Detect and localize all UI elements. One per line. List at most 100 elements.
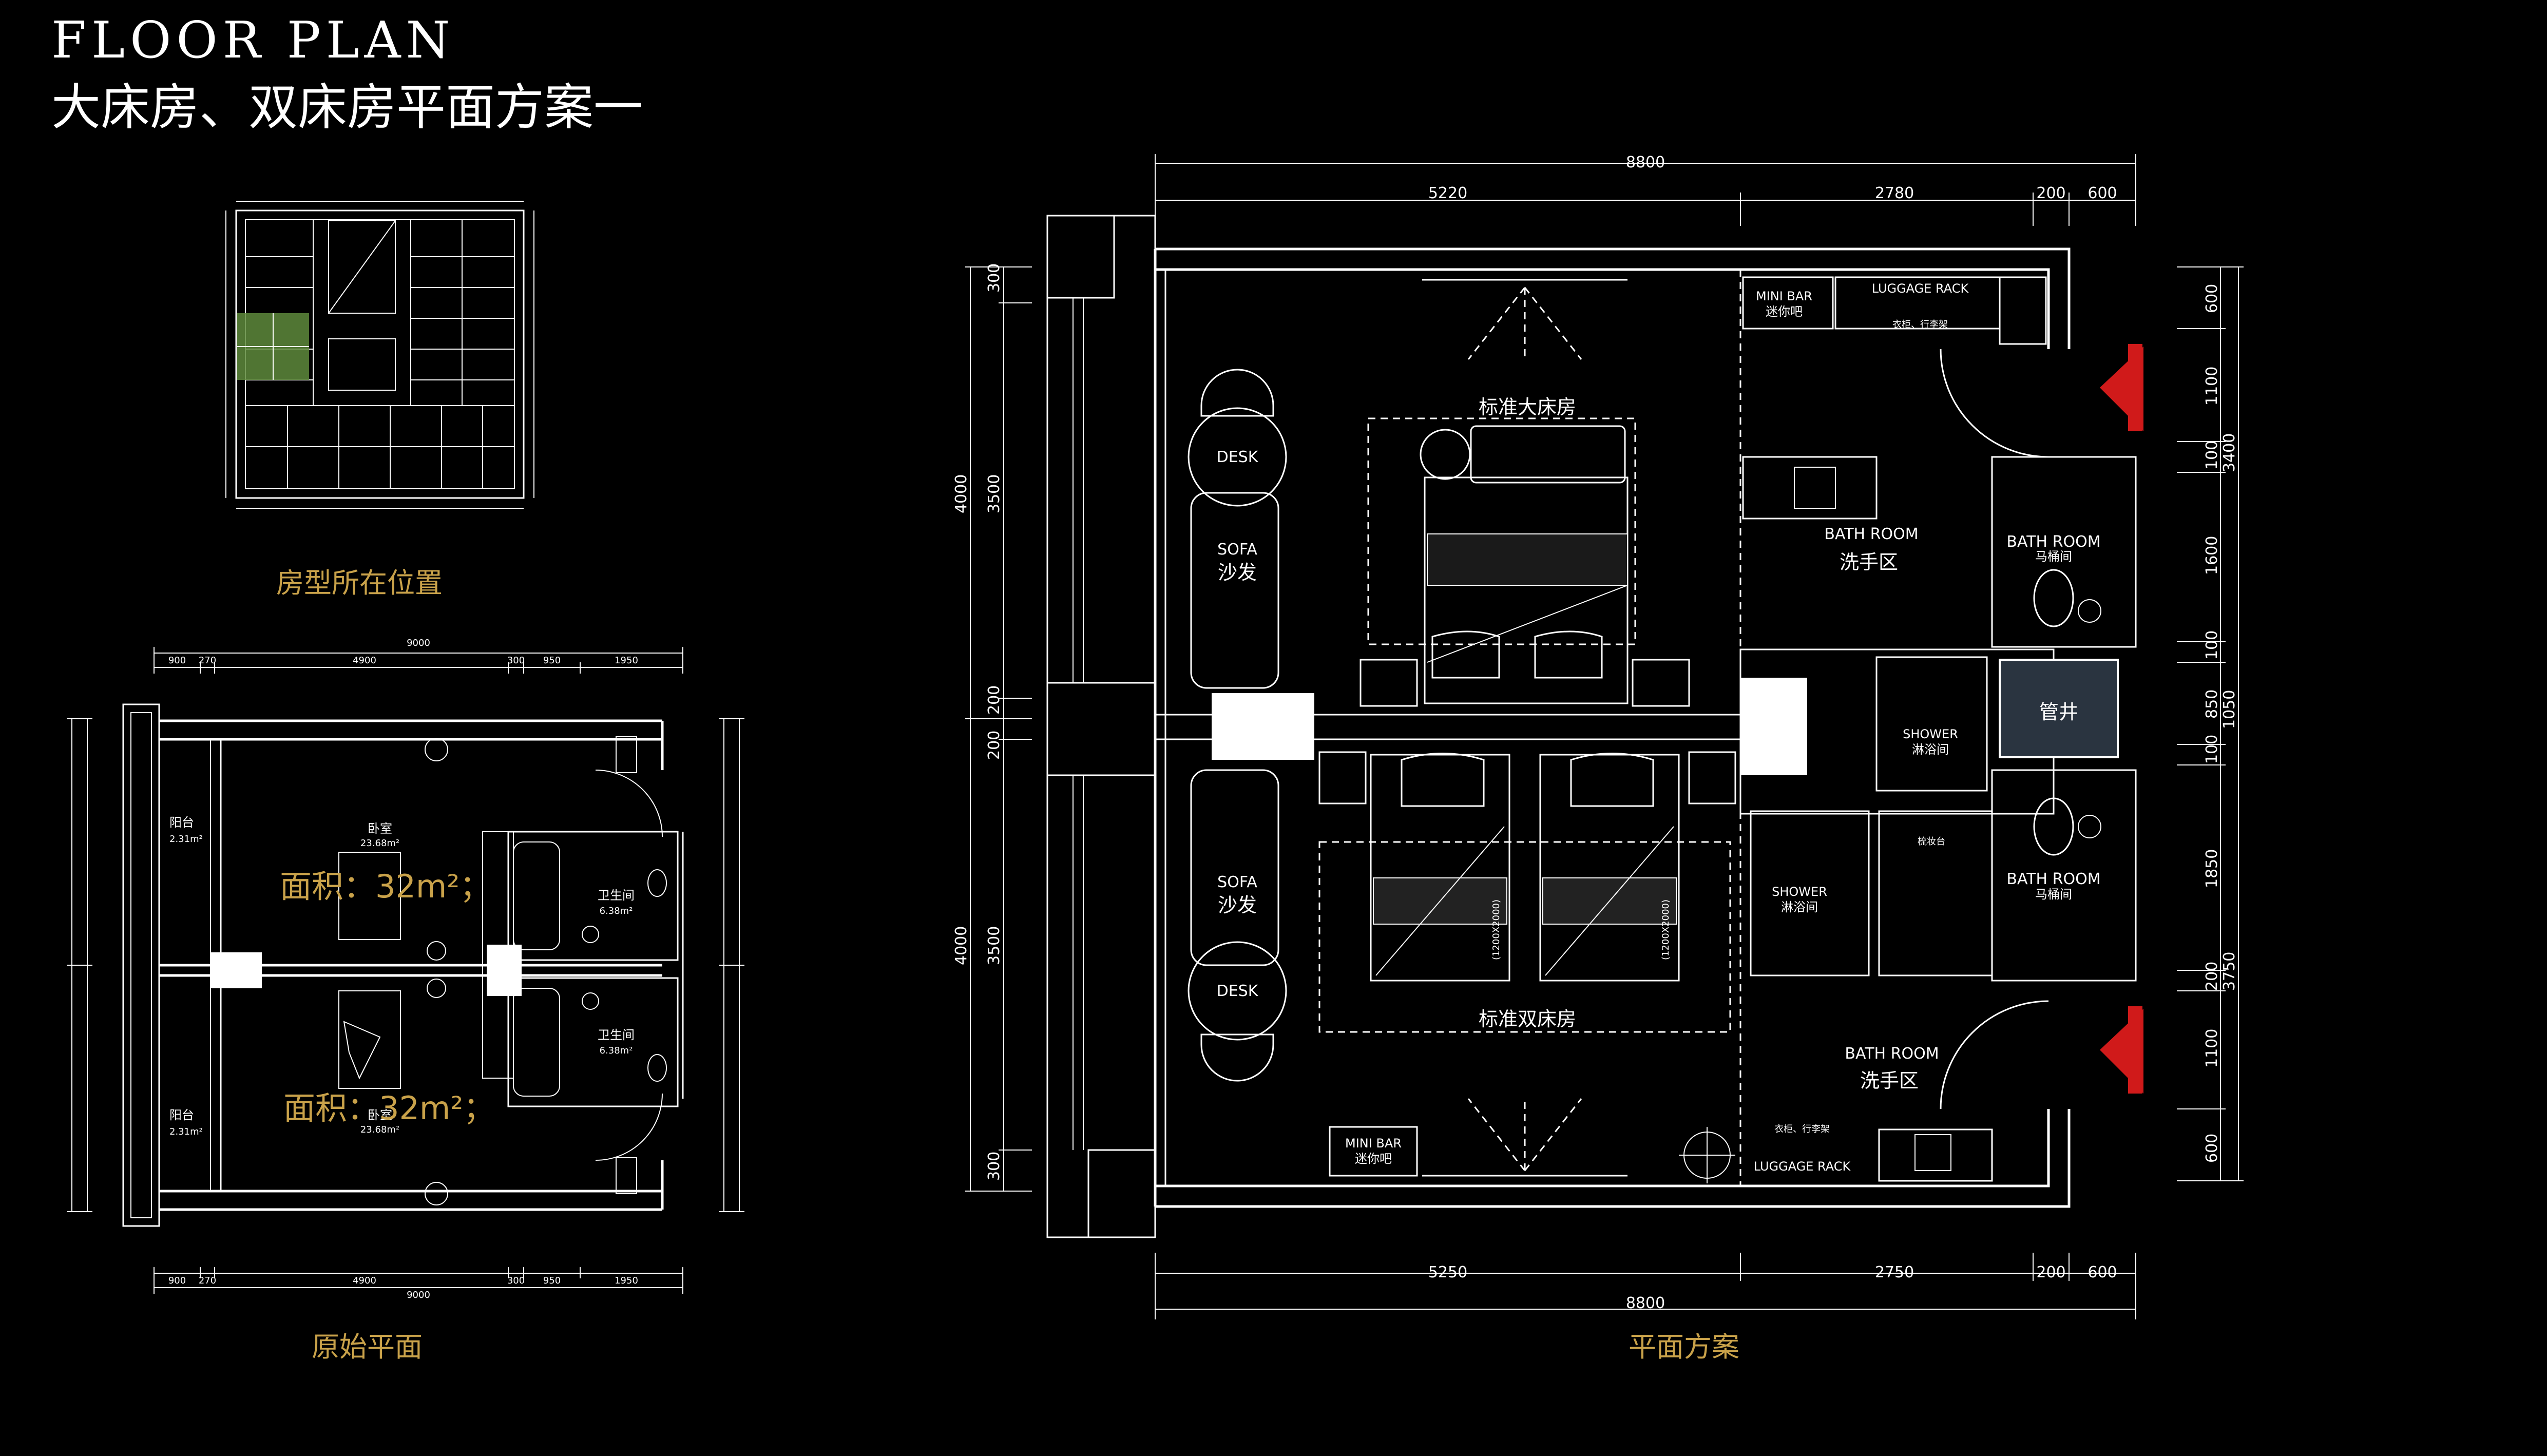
- scheme-dim-right: 600: [2203, 1134, 2221, 1163]
- luggage-label-bottom: LUGGAGE RACK: [1754, 1159, 1851, 1174]
- scheme-dim-left: 200: [985, 685, 1003, 715]
- scheme-dim-left: 3500: [985, 474, 1003, 513]
- minibar-cn-top: 迷你吧: [1766, 304, 1803, 319]
- scheme-dim-right: 1050: [2220, 690, 2238, 729]
- scheme-dim-right: 200: [2203, 962, 2221, 991]
- scheme-dim-top: 200: [2036, 184, 2065, 202]
- scheme-dim-right: 1100: [2203, 1029, 2221, 1068]
- wash-area-bottom: 洗手区: [1860, 1069, 1919, 1092]
- scheme-dim-top: 5220: [1428, 184, 1467, 202]
- scheme-dim-right: 850: [2203, 689, 2221, 719]
- orig-balcony-2: 阳台: [169, 1108, 194, 1122]
- luggage-label-top: LUGGAGE RACK: [1872, 281, 1969, 296]
- desk-label-top: DESK: [1217, 448, 1259, 466]
- scheme-dim-right: 3400: [2220, 433, 2238, 472]
- sofa-label-top: SOFA: [1217, 541, 1257, 559]
- wash-area-top: 洗手区: [1840, 551, 1898, 573]
- shaft-label: 管井: [2039, 701, 2078, 723]
- orig-dim: 300: [507, 655, 525, 666]
- orig-dim-bottom: 900: [168, 1275, 186, 1286]
- scheme-plan: [965, 154, 2244, 1319]
- orig-dim-bottom: 300: [507, 1275, 525, 1286]
- shower-cn-top: 淋浴间: [1912, 742, 1949, 757]
- shower-label-top: SHOWER: [1903, 727, 1958, 741]
- scheme-dim-top: 2780: [1875, 184, 1914, 202]
- orig-dim-bottom: 950: [543, 1275, 561, 1286]
- toilet-bathroom-top: BATH ROOM: [2006, 533, 2100, 551]
- toilet-bathroom-bottom: BATH ROOM: [2006, 870, 2100, 888]
- orig-bathroom-2: 卫生间: [598, 1028, 635, 1042]
- orig-balcony-area: 2.31m²: [169, 834, 203, 845]
- scheme-dim-right: 100: [2203, 440, 2221, 470]
- bathroom-label-bottom: BATH ROOM: [1845, 1045, 1939, 1063]
- sofa-cn-top: 沙发: [1218, 561, 1257, 584]
- sofa-label-bottom: SOFA: [1217, 873, 1257, 891]
- scheme-dim-right: 600: [2203, 284, 2221, 313]
- vanity-label: 梳妆台: [1918, 836, 1945, 847]
- scheme-dim-bottom: 200: [2036, 1263, 2065, 1281]
- key-plan: [225, 201, 534, 509]
- luggage-cn-bottom: 衣柜、行李架: [1774, 1124, 1830, 1135]
- orig-balcony: 阳台: [169, 815, 194, 830]
- king-room-label: 标准大床房: [1479, 396, 1576, 418]
- caption-original: 原始平面: [312, 1331, 423, 1363]
- orig-dim-total: 9000: [407, 638, 430, 648]
- minibar-cn-bottom: 迷你吧: [1355, 1152, 1392, 1166]
- scheme-dim-right: 1100: [2203, 367, 2221, 406]
- scheme-dim-right: 100: [2203, 735, 2221, 764]
- scheme-dim-bottom: 5250: [1428, 1263, 1467, 1281]
- scheme-dim-bottom: 600: [2088, 1263, 2117, 1281]
- scheme-dim-left: 200: [985, 731, 1003, 760]
- orig-bedroom-area-2: 23.68m²: [360, 1124, 399, 1135]
- bed-size-left: (1200X2000): [1491, 899, 1502, 960]
- scheme-dim-total: 8800: [1626, 154, 1665, 171]
- orig-dim: 900: [168, 655, 186, 666]
- page-subtitle: 大床房、双床房平面方案一: [51, 79, 643, 136]
- toilet-cn-top: 马桶间: [2035, 549, 2072, 564]
- orig-bedroom-2: 卧室: [368, 1108, 392, 1122]
- scheme-dim-left: 300: [985, 263, 1003, 293]
- shower-label-bottom: SHOWER: [1772, 885, 1827, 899]
- scheme-dim-top: 600: [2088, 184, 2117, 202]
- orig-bathroom: 卫生间: [598, 888, 635, 903]
- bed-size-right: (1200X2000): [1660, 899, 1671, 960]
- twin-room-label: 标准双床房: [1479, 1008, 1576, 1030]
- luggage-cn-top: 衣柜、行李架: [1892, 319, 1948, 330]
- orig-dim-bottom: 270: [199, 1275, 216, 1286]
- desk-label-bottom: DESK: [1217, 982, 1259, 1000]
- caption-scheme: 平面方案: [1629, 1331, 1739, 1363]
- orig-dim: 270: [199, 655, 216, 666]
- orig-bathroom-area: 6.38m²: [600, 906, 633, 916]
- orig-bathroom-area-2: 6.38m²: [600, 1045, 633, 1056]
- orig-dim-bottom: 1950: [615, 1275, 638, 1286]
- scheme-dim-right: 1850: [2203, 849, 2221, 888]
- shower-cn-bottom: 淋浴间: [1781, 900, 1818, 914]
- scheme-dim-right: 1600: [2203, 536, 2221, 575]
- caption-location: 房型所在位置: [276, 567, 443, 599]
- orig-dim: 1950: [615, 655, 638, 666]
- orig-balcony-area-2: 2.31m²: [169, 1126, 203, 1137]
- scheme-dim-left: 300: [985, 1152, 1003, 1181]
- minibar-label-bottom: MINI BAR: [1345, 1136, 1402, 1151]
- scheme-dim-right: 100: [2203, 630, 2221, 660]
- bathroom-label-top: BATH ROOM: [1824, 525, 1918, 543]
- scheme-dim-left: 4000: [952, 926, 970, 965]
- sofa-cn-bottom: 沙发: [1218, 894, 1257, 916]
- orig-dim: 4900: [353, 655, 376, 666]
- scheme-dim-left: 3500: [985, 926, 1003, 965]
- orig-bedroom-area: 23.68m²: [360, 838, 399, 849]
- scheme-dim-right: 3750: [2220, 952, 2238, 991]
- toilet-cn-bottom: 马桶间: [2035, 887, 2072, 902]
- orig-bedroom: 卧室: [368, 821, 392, 836]
- orig-dim-bottom: 4900: [353, 1275, 376, 1286]
- scheme-dim-total-bottom: 8800: [1626, 1294, 1665, 1312]
- page-title: FLOOR PLAN: [51, 11, 455, 70]
- orig-dim: 950: [543, 655, 561, 666]
- orig-area-bottom: 面积：32m²；: [283, 1089, 495, 1127]
- orig-dim-total-bottom: 9000: [407, 1290, 430, 1300]
- minibar-label-top: MINI BAR: [1756, 289, 1812, 303]
- scheme-dim-bottom: 2750: [1875, 1263, 1914, 1281]
- orig-area-top: 面积：32m²；: [280, 868, 491, 905]
- scheme-dim-left: 4000: [952, 474, 970, 513]
